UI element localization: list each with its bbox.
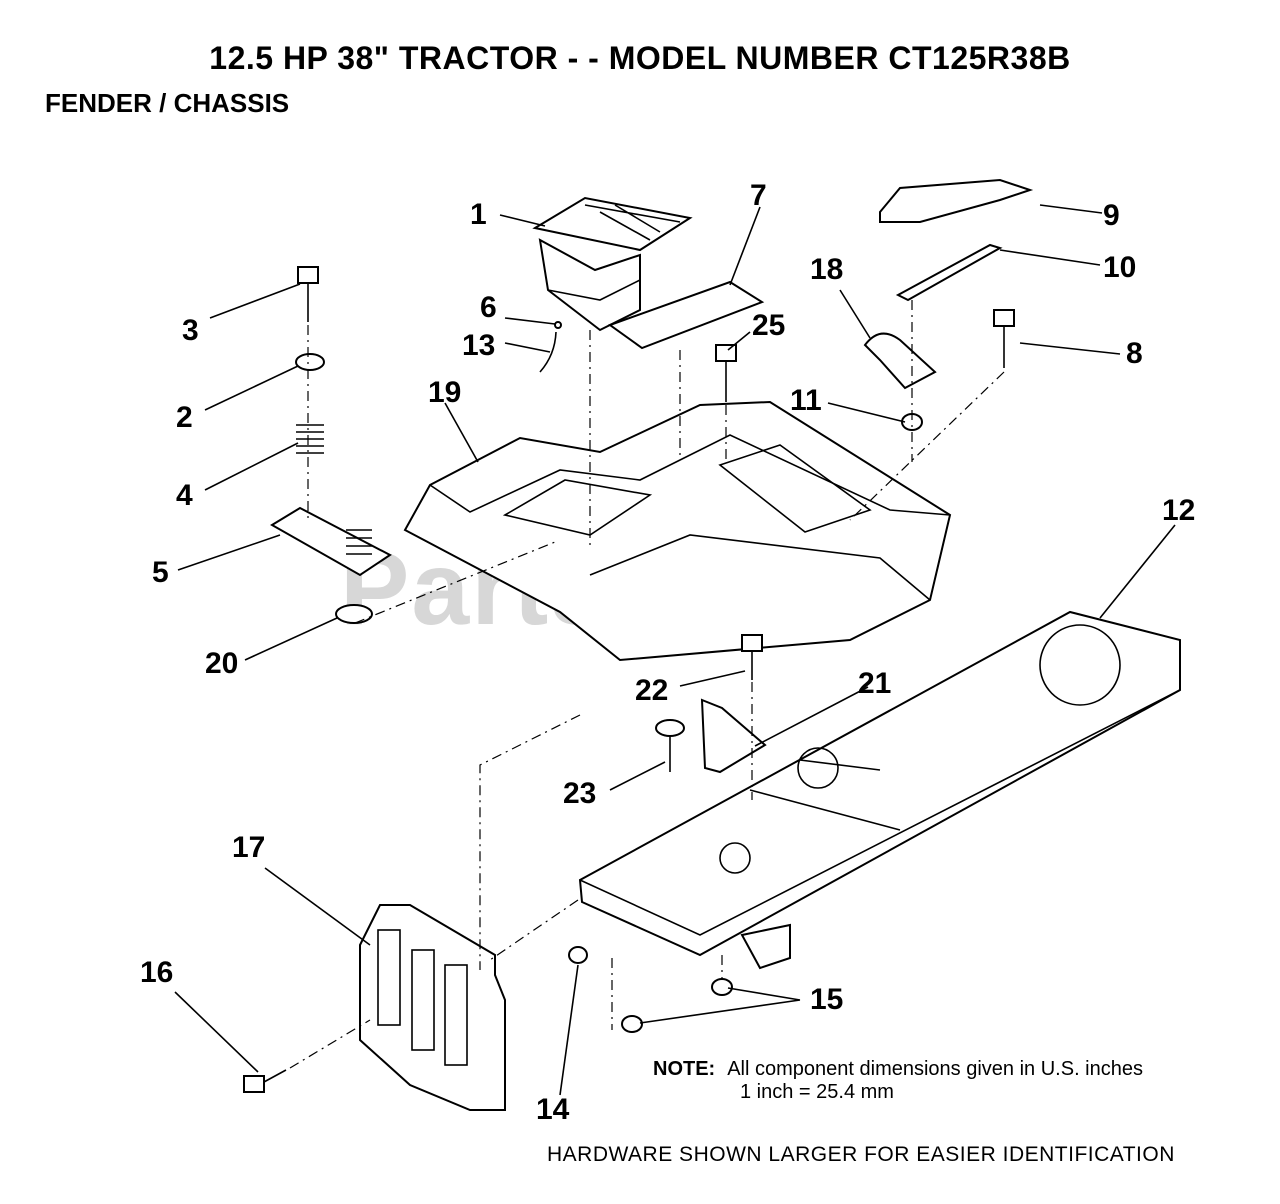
leader-lines [174,204,1176,1096]
callout-22: 22 [635,674,668,707]
part-4-spring[interactable] [296,424,324,454]
callout-18: 18 [810,253,843,286]
part-15-nut-a[interactable] [711,978,733,996]
callout-4: 4 [176,479,193,512]
part-23-bolt[interactable] [655,719,685,772]
assembly-line [289,1019,371,1069]
part-12-chassis[interactable] [578,610,1181,970]
callout-20: 20 [205,647,238,680]
section-subtitle: FENDER / CHASSIS [45,88,290,118]
callout-7: 7 [750,179,767,212]
assembly-line [354,541,556,624]
part-15-nut-b[interactable] [621,1015,643,1033]
callout-5: 5 [152,556,169,589]
part-17-panel[interactable] [359,904,506,1111]
part-7-decal[interactable] [607,280,765,350]
callout-9: 9 [1103,199,1120,232]
callout-2: 2 [176,401,193,434]
note-line-1: All component dimensions given in U.S. i… [727,1058,1143,1080]
callout-14: 14 [536,1093,570,1126]
callout-16: 16 [140,956,173,989]
part-21-bracket[interactable] [700,698,767,774]
part-9-bracket[interactable] [879,178,1034,223]
part-5-spring-plate[interactable] [270,506,392,577]
part-20-washer[interactable] [335,604,373,624]
callout-6: 6 [480,291,497,324]
callout-8: 8 [1126,337,1143,370]
callout-1: 1 [470,198,487,231]
part-10-plate[interactable] [895,243,1003,302]
callout-19: 19 [428,376,461,409]
callout-13: 13 [462,329,495,362]
part-1-battery-box[interactable] [532,196,693,332]
diagram-title: 12.5 HP 38" TRACTOR - - MODEL NUMBER CT1… [209,40,1071,76]
assembly-line [849,371,1005,521]
assembly-line [479,714,581,970]
part-2-washer[interactable] [295,353,325,371]
callout-15: 15 [810,983,843,1016]
part-16-bolt[interactable] [243,1069,287,1093]
part-19-fender[interactable] [403,400,952,662]
part-25-bolt[interactable] [715,344,737,402]
callout-23: 23 [563,777,596,810]
callout-10: 10 [1103,251,1136,284]
callout-3: 3 [182,314,199,347]
note-line-2: 1 inch = 25.4 mm [740,1081,894,1103]
callout-12: 12 [1162,494,1195,527]
part-14-nut[interactable] [568,946,588,964]
part-3-bolt[interactable] [297,266,319,322]
callout-25: 25 [752,309,785,342]
part-22-bolt[interactable] [741,634,763,680]
part-8-bolt[interactable] [993,309,1015,368]
dimension-note: NOTE: All component dimensions given in U… [653,1058,1143,1104]
callout-17: 17 [232,831,265,864]
callout-21: 21 [858,667,891,700]
note-label: NOTE: [653,1058,716,1080]
assembly-line [489,899,579,961]
part-6-screw[interactable] [554,321,562,329]
callout-11: 11 [790,384,822,417]
footer-note: HARDWARE SHOWN LARGER FOR EASIER IDENTIF… [547,1143,1175,1166]
part-13-wire[interactable] [539,331,557,373]
part-18-clip[interactable] [863,332,937,390]
